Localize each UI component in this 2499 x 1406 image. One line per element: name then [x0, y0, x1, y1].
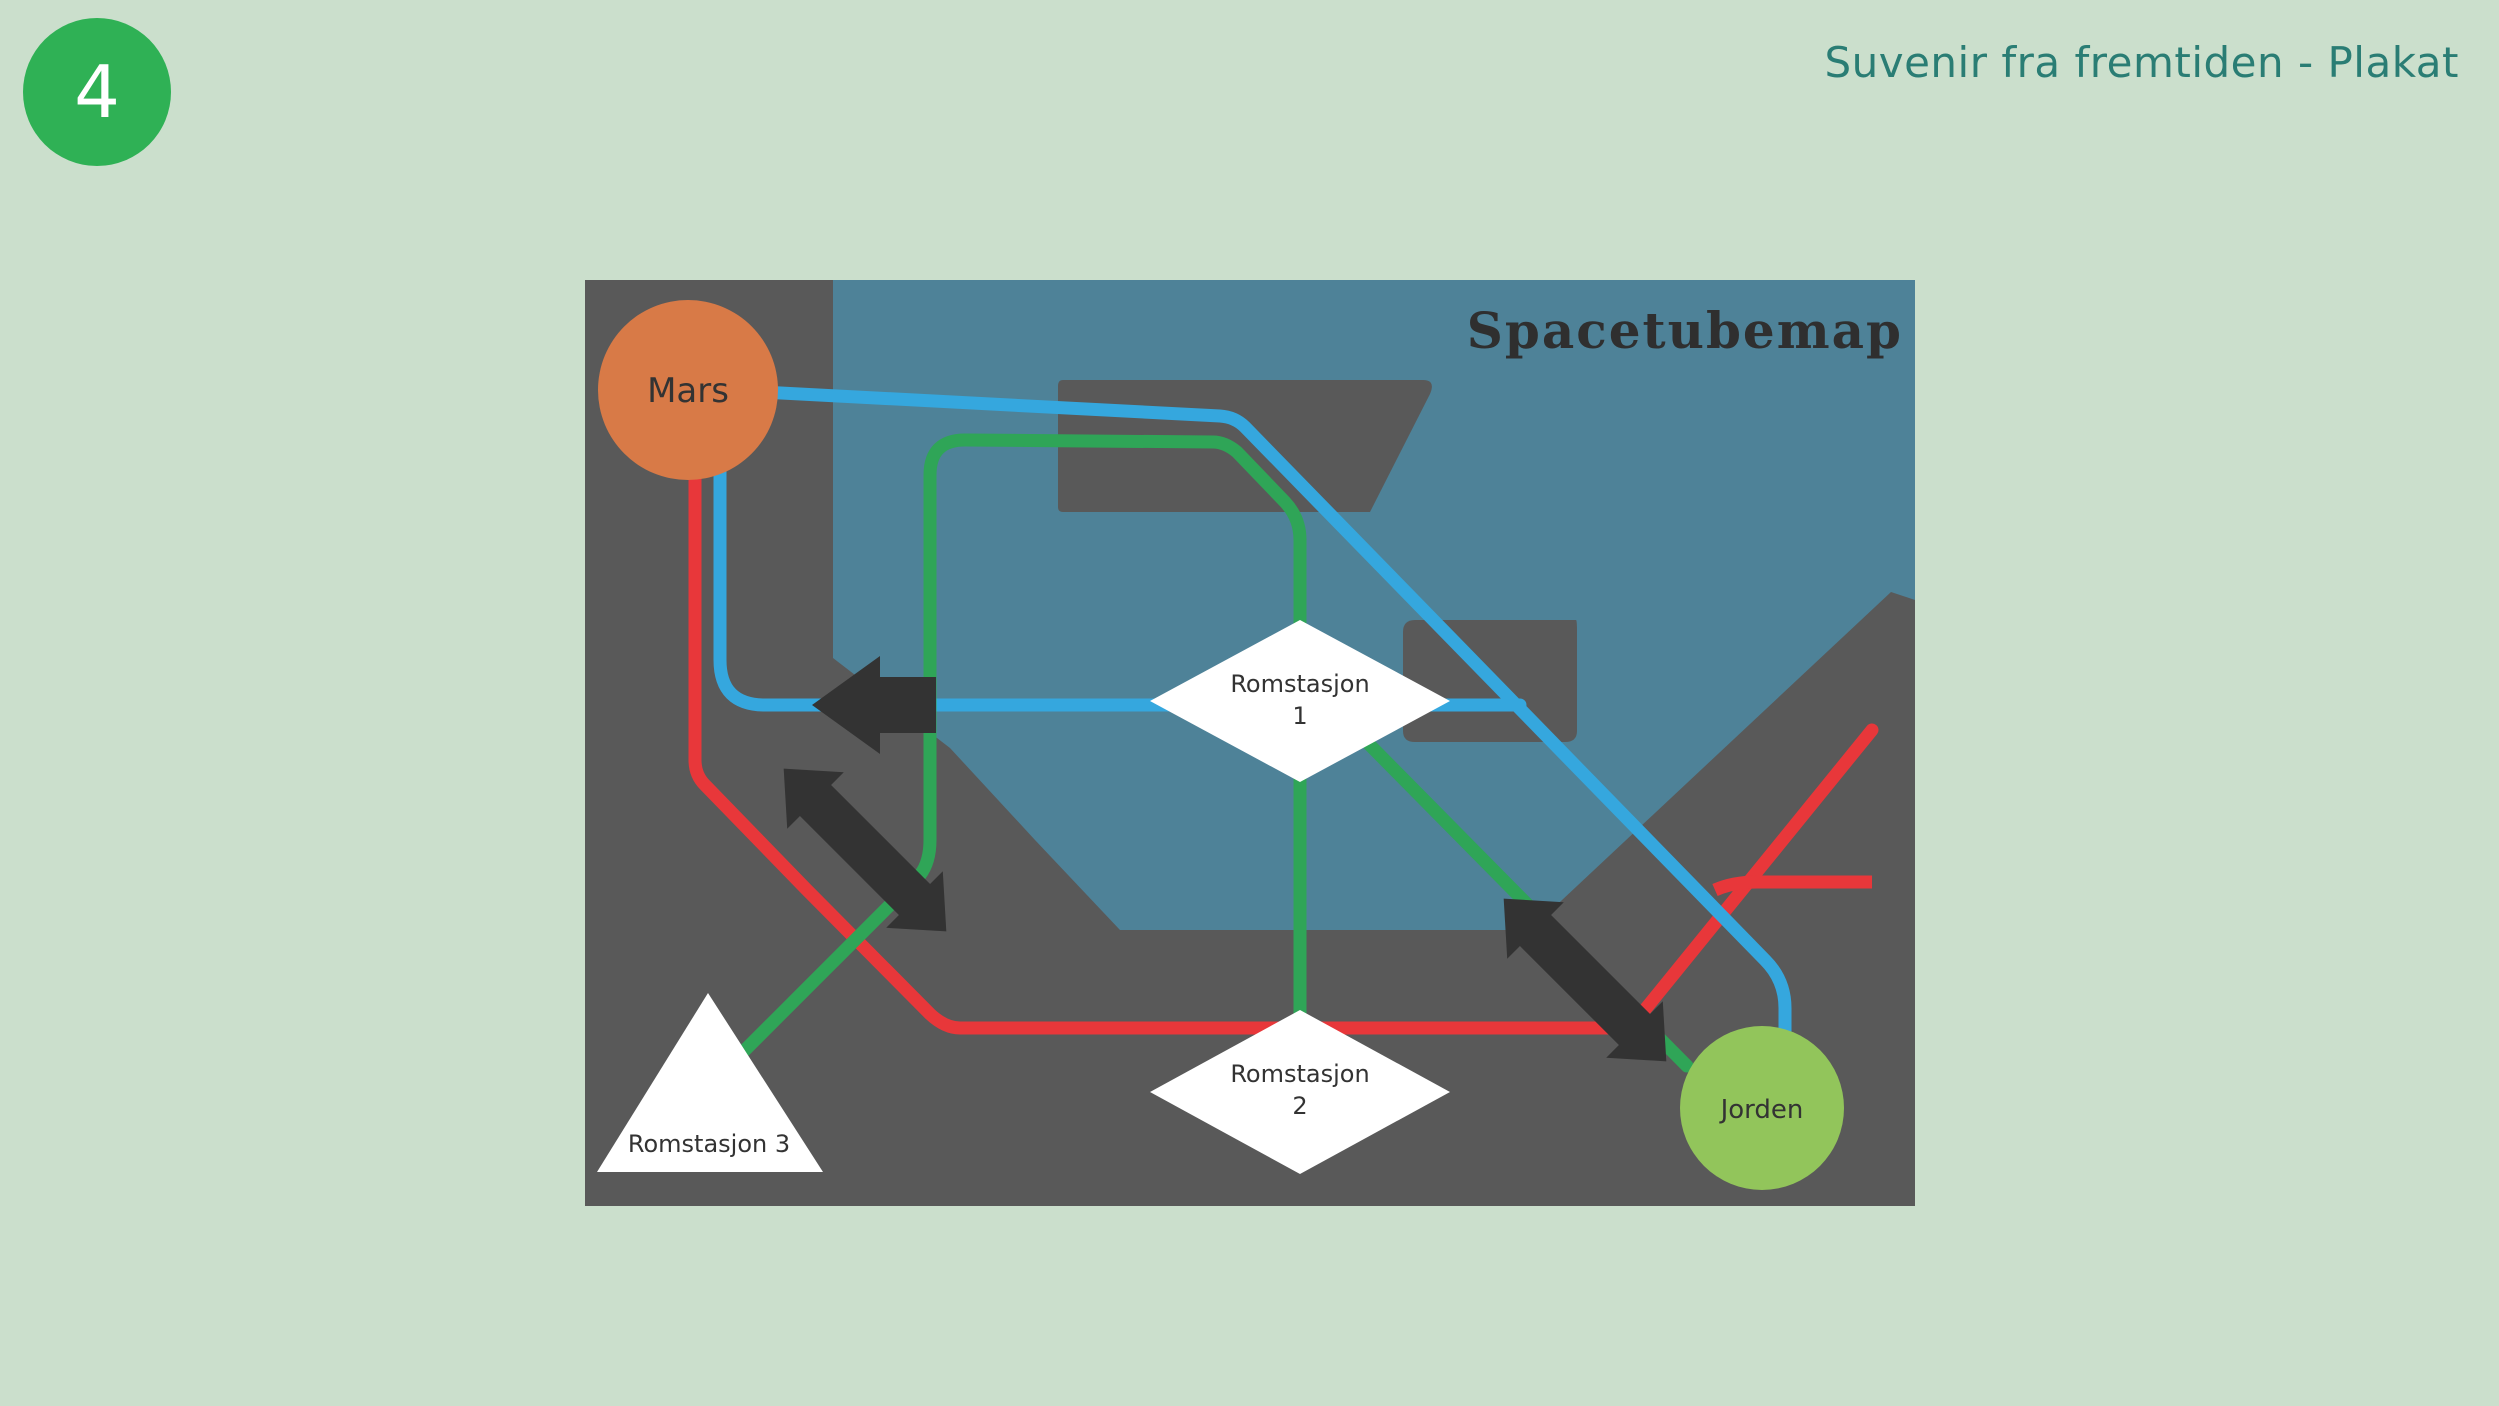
mars-planet — [598, 300, 778, 480]
slide-title: Suvenir fra fremtiden - Plakat — [1824, 38, 2459, 87]
station-1-label-line2: 1 — [1292, 702, 1307, 730]
blue-line-loop — [713, 438, 1527, 712]
blue-line — [678, 381, 1792, 1095]
red-line — [688, 438, 1879, 1035]
double-arrow-left-icon — [783, 768, 947, 932]
map-title: Spacetubemap — [1467, 301, 1903, 360]
station-3-marker — [597, 993, 823, 1172]
station-1-marker — [1150, 620, 1450, 782]
arrow-left-icon — [812, 656, 936, 754]
space-tube-map: Mars Romstasjon 1 Romstasjon 2 Romstasjo… — [585, 280, 1915, 1206]
earth-label: Jorden — [1719, 1095, 1804, 1125]
earth-planet — [1680, 1026, 1844, 1190]
double-arrow-right-icon — [1503, 898, 1667, 1062]
mars-label: Mars — [647, 371, 729, 411]
slide-number-badge: 4 — [23, 18, 171, 166]
station-2-marker — [1150, 1010, 1450, 1174]
station-2-label-line2: 2 — [1292, 1092, 1307, 1120]
station-2-label-line1: Romstasjon — [1230, 1060, 1369, 1088]
green-line — [738, 433, 1307, 1057]
station-3-label: Romstasjon 3 — [628, 1130, 790, 1158]
red-branch-line — [1712, 875, 1872, 897]
station-1-label-line1: Romstasjon — [1230, 670, 1369, 698]
